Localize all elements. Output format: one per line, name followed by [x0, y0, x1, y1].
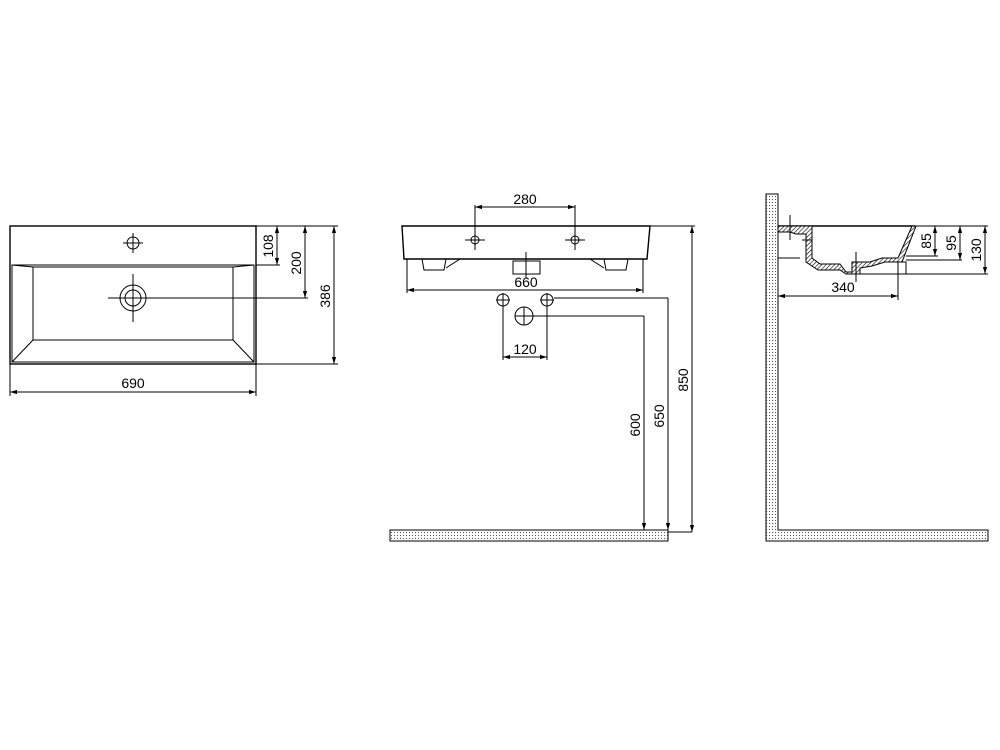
drain-icon — [108, 274, 158, 322]
dim-280: 280 — [513, 191, 537, 207]
dim-340: 340 — [831, 279, 855, 295]
basin-outline — [9, 225, 257, 365]
dim-386: 386 — [317, 284, 333, 308]
dim-660: 660 — [514, 274, 538, 290]
dim-600: 600 — [627, 413, 643, 437]
front-view: 280 660 120 600 650 850 — [389, 191, 695, 542]
dim-95: 95 — [943, 235, 959, 251]
top-view: 108 200 386 690 — [9, 225, 338, 396]
floor — [389, 529, 669, 542]
side-view: 85 95 130 340 — [765, 193, 989, 542]
waste-pipe-icon — [514, 306, 534, 326]
tap-hole-icon — [123, 233, 143, 253]
supply-pipe-left-icon — [496, 293, 510, 307]
dim-200: 200 — [288, 251, 304, 275]
tap-hole-right-icon — [565, 230, 585, 250]
dim-850: 850 — [675, 368, 691, 392]
basin-front — [401, 225, 651, 260]
dim-120: 120 — [513, 341, 537, 357]
dim-650: 650 — [651, 404, 667, 428]
bowl-floor — [32, 266, 234, 341]
dim-108: 108 — [260, 234, 276, 258]
supply-pipe-right-icon — [540, 293, 554, 307]
dim-85: 85 — [918, 233, 934, 249]
tap-hole-left-icon — [465, 230, 485, 250]
wall-and-floor — [765, 193, 989, 542]
dim-690: 690 — [121, 375, 145, 391]
dim-130: 130 — [968, 238, 984, 262]
basin-section — [777, 225, 917, 275]
